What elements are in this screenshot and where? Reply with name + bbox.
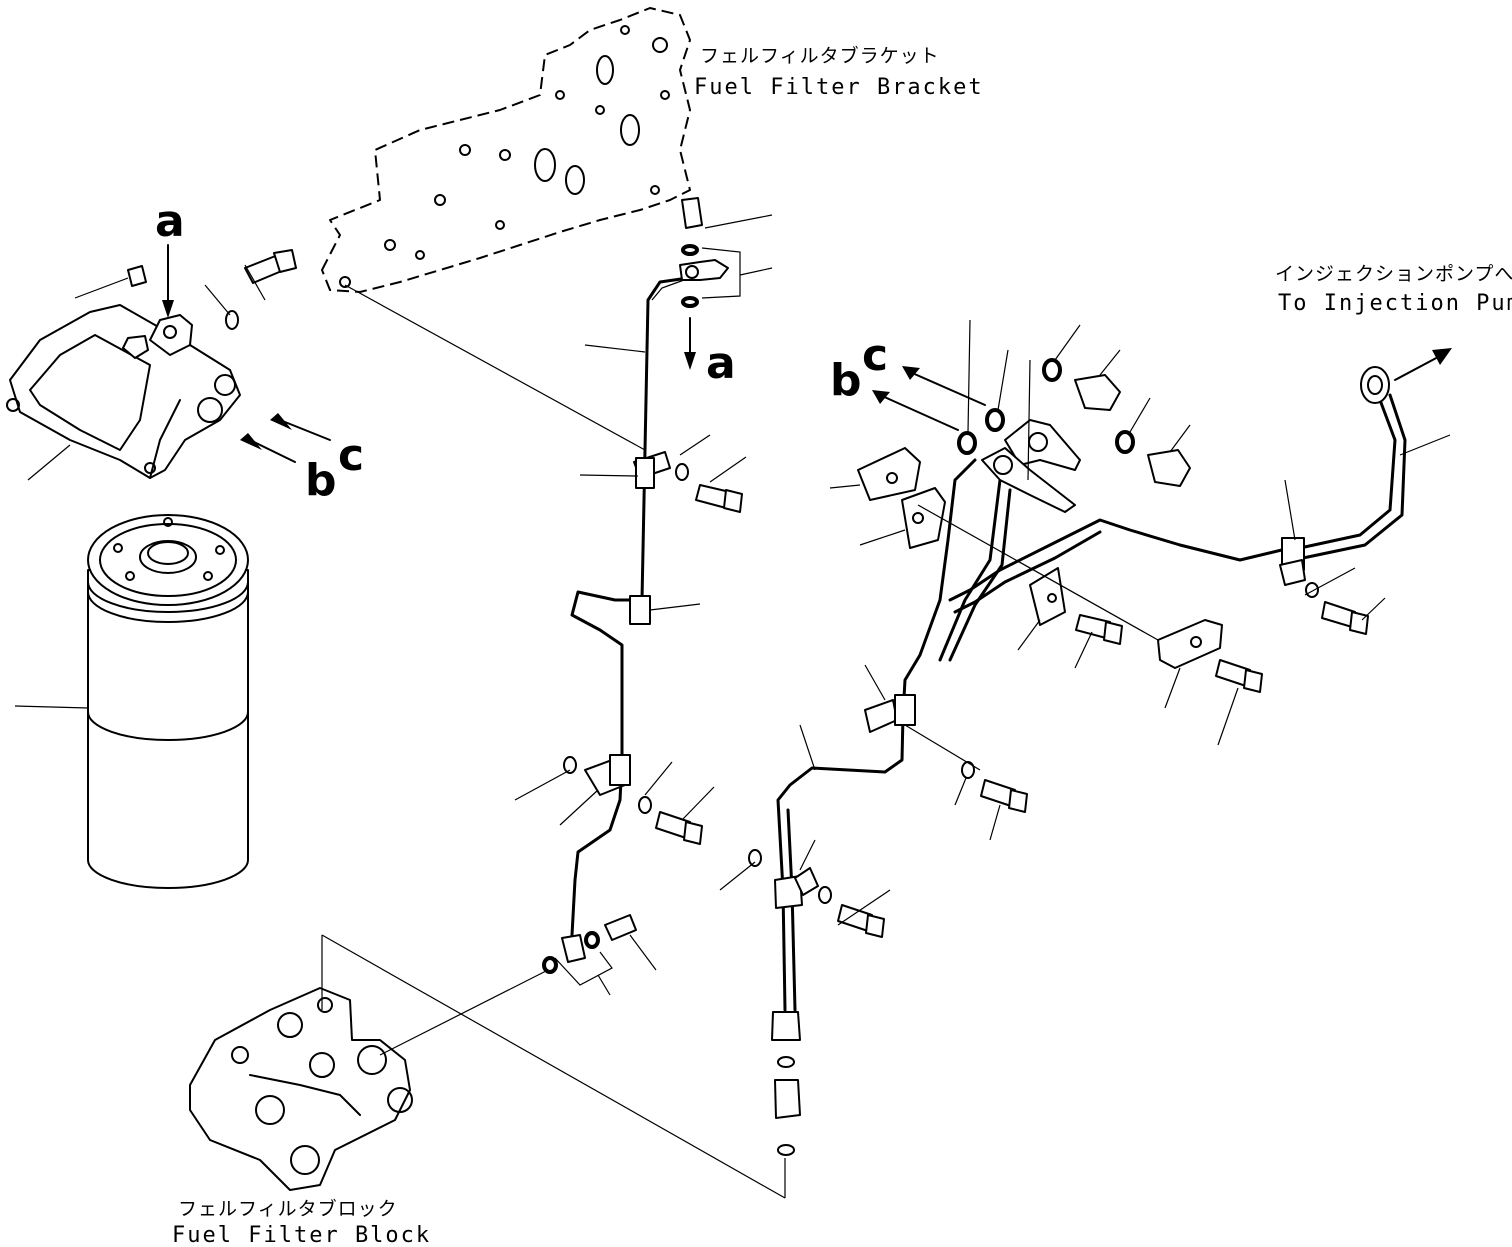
- fuel-filter-cartridge: [87, 514, 249, 889]
- filter-head-plug: [74, 265, 147, 299]
- left-line-clamp-2: [629, 595, 701, 625]
- left-fuel-line: [570, 276, 690, 937]
- marker-c-head: c: [338, 430, 364, 481]
- marker-b-line: b: [830, 355, 862, 406]
- marker-a-head: a: [155, 196, 185, 247]
- fuel-filter-block: [189, 987, 413, 1191]
- left-line-clamp-1: [579, 434, 747, 513]
- marker-a-line: a: [706, 338, 736, 389]
- block-label-jp: フェルフィルタブロック: [178, 1197, 398, 1220]
- pump-label-jp: インジェクションポンプへ: [1275, 263, 1512, 285]
- bracket-label-en: Fuel Filter Bracket: [694, 75, 984, 100]
- fuel-filter-bracket: [321, 7, 691, 293]
- right-eye-fittings: [957, 319, 1191, 513]
- top-banjo-fitting: [679, 197, 773, 308]
- left-line-clamp-3: [514, 754, 715, 845]
- center-fuel-hose: [771, 458, 977, 1156]
- lower-left-fitting: [542, 914, 657, 996]
- center-clamp-mid: [799, 664, 1028, 841]
- pump-label-en: To Injection Pump: [1278, 291, 1512, 316]
- fuel-filter-head: [6, 304, 241, 479]
- right-bracket-clamps: [829, 447, 1263, 746]
- block-label-en: Fuel Filter Block: [172, 1223, 431, 1247]
- bracket-label-jp: フェルフィルタブラケット: [700, 44, 940, 67]
- marker-b-head: b: [305, 455, 337, 506]
- marker-c-line: c: [862, 330, 888, 381]
- filter-head-bolt: [204, 249, 297, 330]
- pump-side-clamp: [1279, 434, 1451, 635]
- center-hose-clamp: [719, 839, 891, 938]
